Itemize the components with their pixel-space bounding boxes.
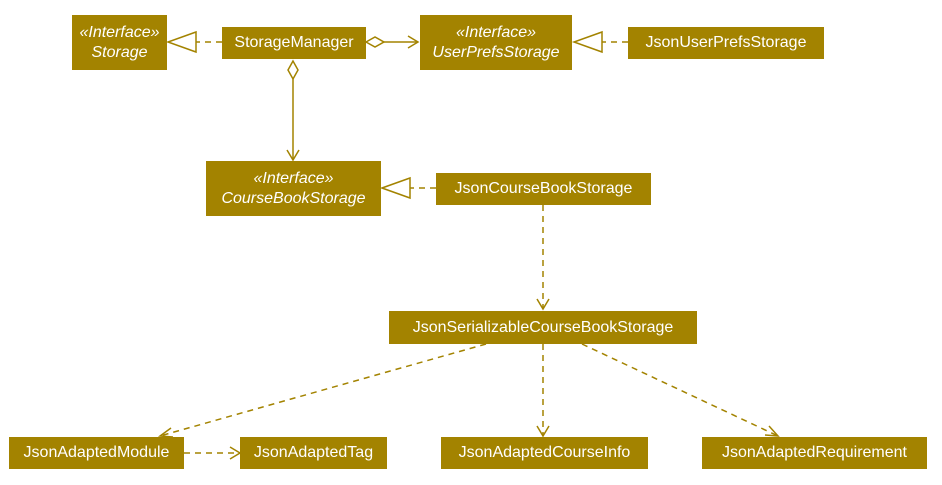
class-name: JsonAdaptedTag xyxy=(253,444,374,461)
node-json-adapted-course-info: JsonAdaptedCourseInfo xyxy=(441,437,648,469)
edge-json-serializable-to-adapted-module xyxy=(157,343,487,438)
stereotype-label: «Interface» xyxy=(253,169,334,187)
class-name: JsonAdaptedModule xyxy=(23,444,170,461)
class-name: JsonAdaptedCourseInfo xyxy=(458,444,631,461)
edge-json-serializable-to-adapted-requirement xyxy=(581,343,780,437)
class-name: UserPrefsStorage xyxy=(432,43,560,61)
node-storage-manager: StorageManager xyxy=(222,27,366,59)
node-user-prefs-storage: «Interface» UserPrefsStorage xyxy=(420,15,572,70)
edge-json-user-prefs-to-user-prefs-storage xyxy=(571,30,628,54)
class-name: JsonCourseBookStorage xyxy=(454,180,633,197)
edge-storage-manager-to-user-prefs-storage xyxy=(364,35,420,49)
class-name: Storage xyxy=(91,43,148,61)
class-name: JsonAdaptedRequirement xyxy=(721,444,907,461)
class-name: JsonSerializableCourseBookStorage xyxy=(412,318,674,336)
edge-json-course-book-to-course-book-storage xyxy=(379,176,436,200)
node-json-adapted-requirement: JsonAdaptedRequirement xyxy=(702,437,927,469)
edge-storage-manager-to-course-book-storage xyxy=(286,59,300,162)
node-json-course-book-storage: JsonCourseBookStorage xyxy=(436,173,651,205)
node-course-book-storage: «Interface» CourseBookStorage xyxy=(206,161,381,216)
class-name: JsonUserPrefsStorage xyxy=(645,34,807,51)
node-json-adapted-module: JsonAdaptedModule xyxy=(9,437,184,469)
class-name: StorageManager xyxy=(234,34,354,51)
stereotype-label: «Interface» xyxy=(79,23,160,41)
class-name: CourseBookStorage xyxy=(221,189,366,207)
edge-adapted-module-to-adapted-tag xyxy=(184,446,242,460)
edge-storage-manager-to-storage xyxy=(165,30,222,54)
node-json-serializable-course-book-storage: JsonSerializableCourseBookStorage xyxy=(389,311,697,344)
edge-json-serializable-to-adapted-course-info xyxy=(536,344,550,438)
node-json-adapted-tag: JsonAdaptedTag xyxy=(240,437,387,469)
edge-json-course-book-to-json-serializable xyxy=(536,205,550,311)
node-json-user-prefs-storage: JsonUserPrefsStorage xyxy=(628,27,824,59)
node-storage: «Interface» Storage xyxy=(72,15,167,70)
stereotype-label: «Interface» xyxy=(455,23,537,41)
